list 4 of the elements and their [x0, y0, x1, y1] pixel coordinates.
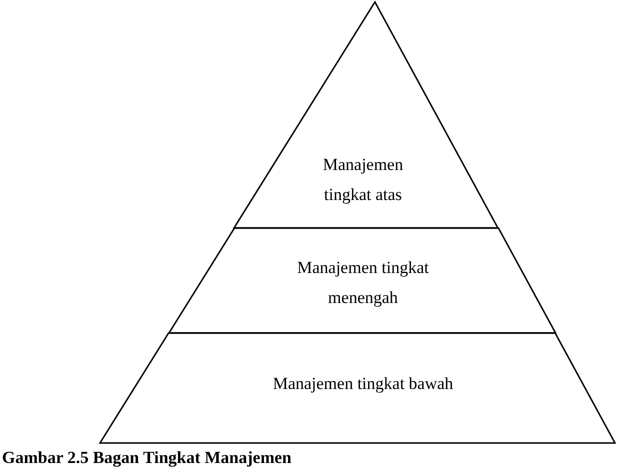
figure-caption: Gambar 2.5 Bagan Tingkat Manajemen: [2, 448, 292, 468]
tier-label: Manajemen tingkat menengah: [296, 257, 430, 309]
tier-label: Manajemen tingkat atas: [322, 154, 404, 206]
tier-label: Manajemen tingkat bawah: [272, 373, 454, 395]
